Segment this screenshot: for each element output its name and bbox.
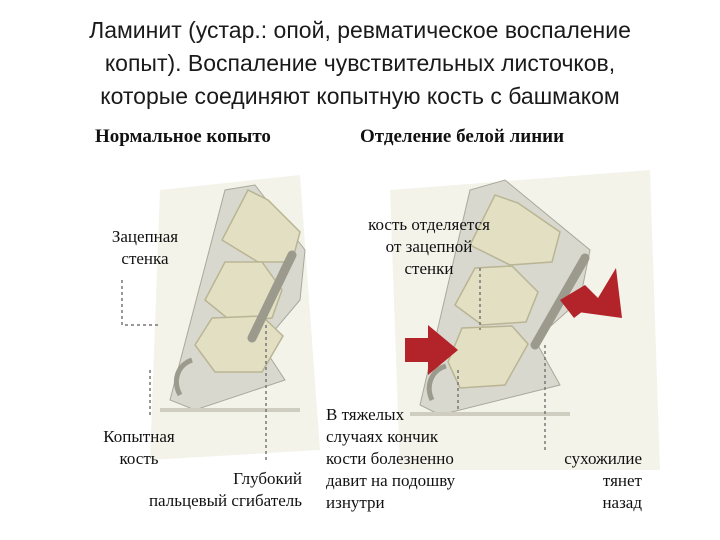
bone-separates-label: кость отделяется от зацепной стенки bbox=[334, 214, 524, 280]
tendon-pulls-label: сухожилие тянет назад bbox=[520, 448, 642, 514]
coffin-bone-label: Копытная кость bbox=[84, 426, 194, 470]
toe-wall-label: Зацепная стенка bbox=[90, 226, 200, 270]
tip-presses-label: В тяжелых случаях кончик кости болезненн… bbox=[326, 404, 526, 514]
toe-wall-leader bbox=[122, 280, 160, 325]
deep-flexor-label: Глубокий пальцевый сгибатель bbox=[90, 468, 302, 512]
left-sole-line bbox=[160, 408, 300, 412]
